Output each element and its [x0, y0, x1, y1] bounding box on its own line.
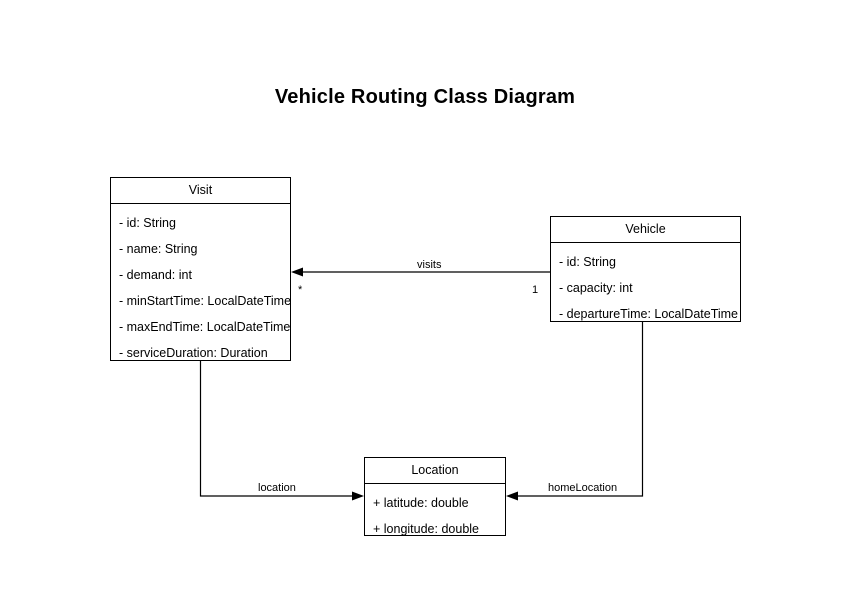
uml-attribute: - id: String [119, 216, 176, 230]
edge-label-location: location [255, 482, 299, 494]
uml-attributes-vehicle: - id: String - capacity: int - departure… [551, 243, 740, 333]
uml-attribute: - demand: int [119, 268, 192, 282]
edge-label-homelocation: homeLocation [545, 482, 621, 494]
uml-class-visit[interactable]: Visit - id: String - name: String - dema… [110, 177, 291, 361]
uml-attribute: - minStartTime: LocalDateTime [119, 294, 292, 308]
multiplicity-vehicle-end: 1 [532, 284, 539, 296]
uml-class-location[interactable]: Location + latitude: double + longitude:… [364, 457, 506, 536]
edge-label-visits: visits [414, 259, 445, 271]
uml-attribute: - serviceDuration: Duration [119, 346, 268, 360]
uml-attributes-visit: - id: String - name: String - demand: in… [111, 204, 292, 372]
uml-class-name-vehicle: Vehicle [551, 217, 740, 243]
multiplicity-visit-end: * [298, 284, 303, 296]
uml-attribute: - id: String [559, 255, 616, 269]
page-title: Vehicle Routing Class Diagram [274, 86, 576, 108]
uml-attribute: + longitude: double [373, 522, 479, 536]
uml-attribute: - departureTime: LocalDateTime [559, 307, 739, 321]
edge-visit-location [199, 361, 364, 501]
uml-attribute: - name: String [119, 242, 198, 256]
uml-class-name-location: Location [365, 458, 505, 484]
uml-attribute: - maxEndTime: LocalDateTime [119, 320, 291, 334]
uml-class-vehicle[interactable]: Vehicle - id: String - capacity: int - d… [550, 216, 741, 322]
edge-vehicle-homelocation [506, 322, 644, 501]
uml-attribute: + latitude: double [373, 496, 469, 510]
uml-attributes-location: + latitude: double + longitude: double [365, 484, 505, 548]
uml-attribute: - capacity: int [559, 281, 633, 295]
uml-class-name-visit: Visit [111, 178, 290, 204]
